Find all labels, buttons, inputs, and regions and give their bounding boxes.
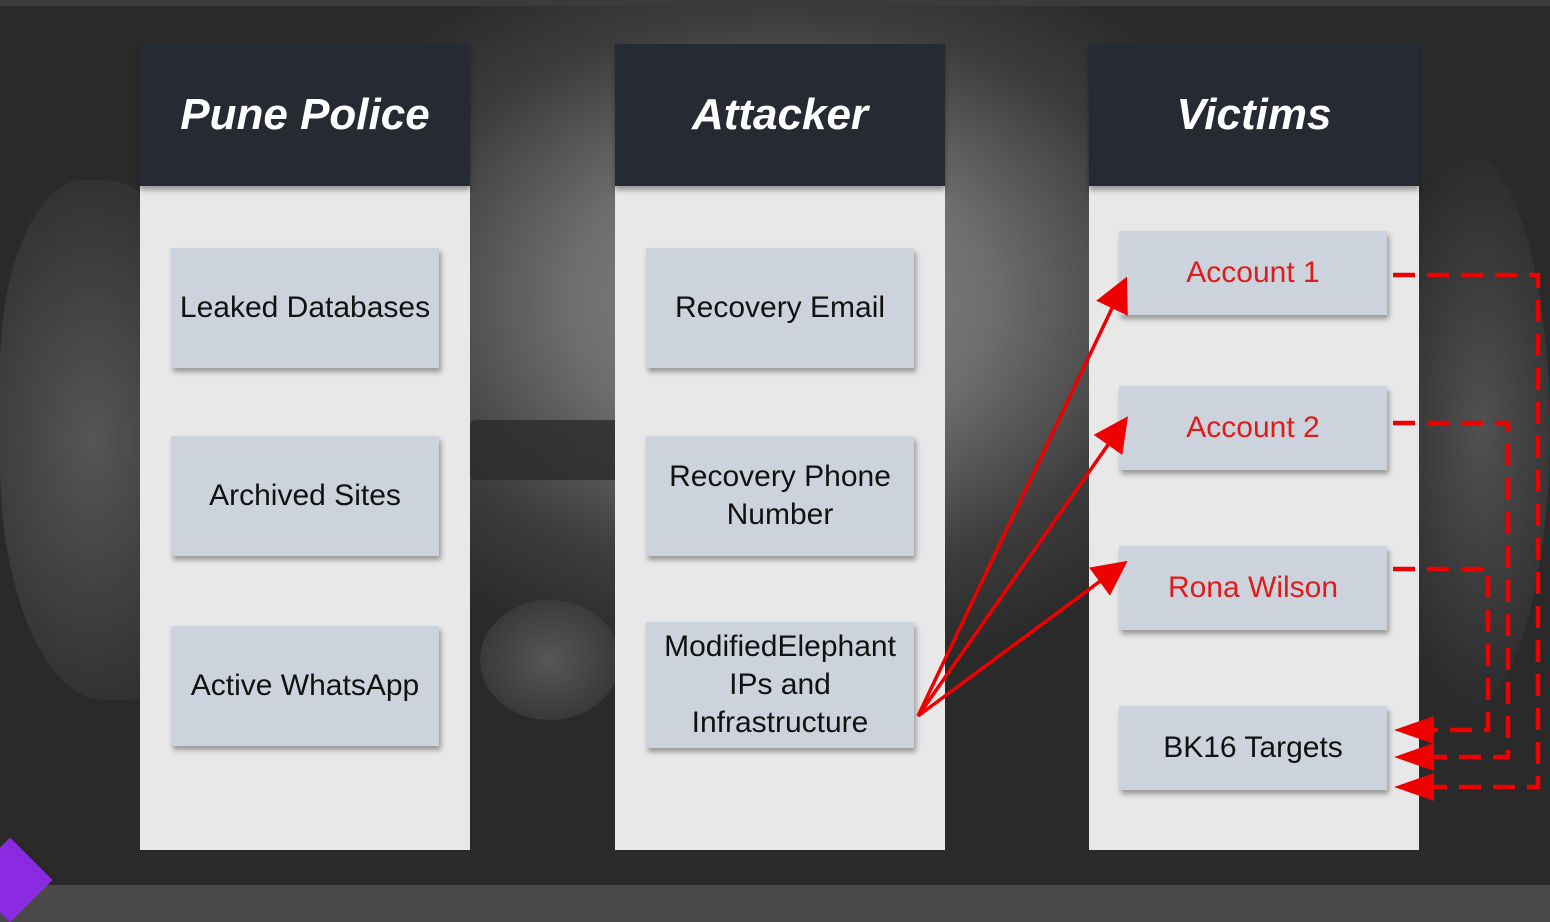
item-modifiedelephant-infrastructure: ModifiedElephant IPs and Infrastructure xyxy=(646,622,914,748)
background-shape xyxy=(480,600,620,720)
item-account-1: Account 1 xyxy=(1119,231,1387,315)
item-active-whatsapp: Active WhatsApp xyxy=(171,626,439,746)
column-title: Attacker xyxy=(691,90,869,139)
item-rona-wilson: Rona Wilson xyxy=(1119,546,1387,630)
background-shape xyxy=(470,420,620,480)
item-bk16-targets: BK16 Targets xyxy=(1119,706,1387,790)
column-pune-police: Pune Police Leaked Databases Archived Si… xyxy=(140,44,470,850)
column-header: Victims xyxy=(1089,44,1419,186)
column-victims: Victims Account 1 Account 2 Rona Wilson … xyxy=(1089,44,1419,850)
item-archived-sites: Archived Sites xyxy=(171,436,439,556)
column-title: Victims xyxy=(1176,90,1332,139)
column-title: Pune Police xyxy=(180,90,430,139)
column-attacker: Attacker Recovery Email Recovery Phone N… xyxy=(615,44,945,850)
item-recovery-email: Recovery Email xyxy=(646,248,914,368)
top-band xyxy=(0,0,1550,6)
column-header: Attacker xyxy=(615,44,945,186)
item-account-2: Account 2 xyxy=(1119,386,1387,470)
item-leaked-databases: Leaked Databases xyxy=(171,248,439,368)
column-header: Pune Police xyxy=(140,44,470,186)
item-recovery-phone-number: Recovery Phone Number xyxy=(646,436,914,556)
